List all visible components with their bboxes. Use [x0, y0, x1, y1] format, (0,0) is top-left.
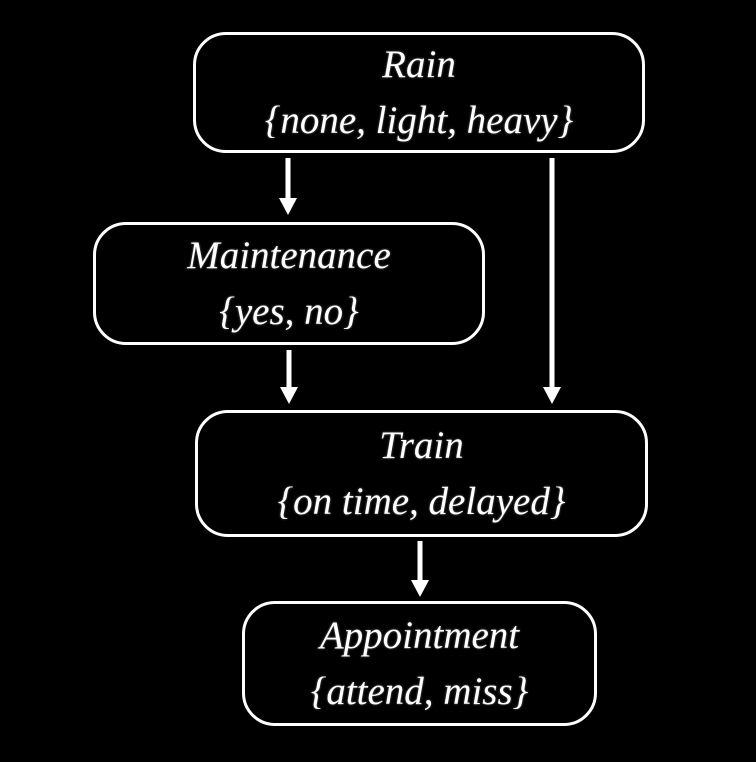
node-appointment: Appointment {attend, miss} [242, 601, 597, 726]
node-train-label: Train [379, 424, 464, 468]
node-maintenance: Maintenance {yes, no} [93, 222, 485, 345]
node-train: Train {on time, delayed} [195, 410, 648, 537]
node-maintenance-domain: {yes, no} [219, 289, 359, 333]
node-train-domain: {on time, delayed} [277, 479, 566, 523]
edge-maintenance-to-train-arrow [280, 350, 298, 404]
node-rain: Rain {none, light, heavy} [193, 32, 645, 153]
node-maintenance-label: Maintenance [187, 234, 391, 278]
node-rain-domain: {none, light, heavy} [264, 98, 574, 142]
node-appointment-label: Appointment [319, 614, 520, 658]
node-appointment-domain: {attend, miss} [310, 669, 529, 713]
edge-train-to-appointment-arrow [411, 541, 429, 597]
edge-rain-to-train-arrow [543, 158, 561, 404]
edge-rain-to-maintenance-arrow [279, 158, 297, 215]
node-rain-label: Rain [382, 43, 456, 87]
